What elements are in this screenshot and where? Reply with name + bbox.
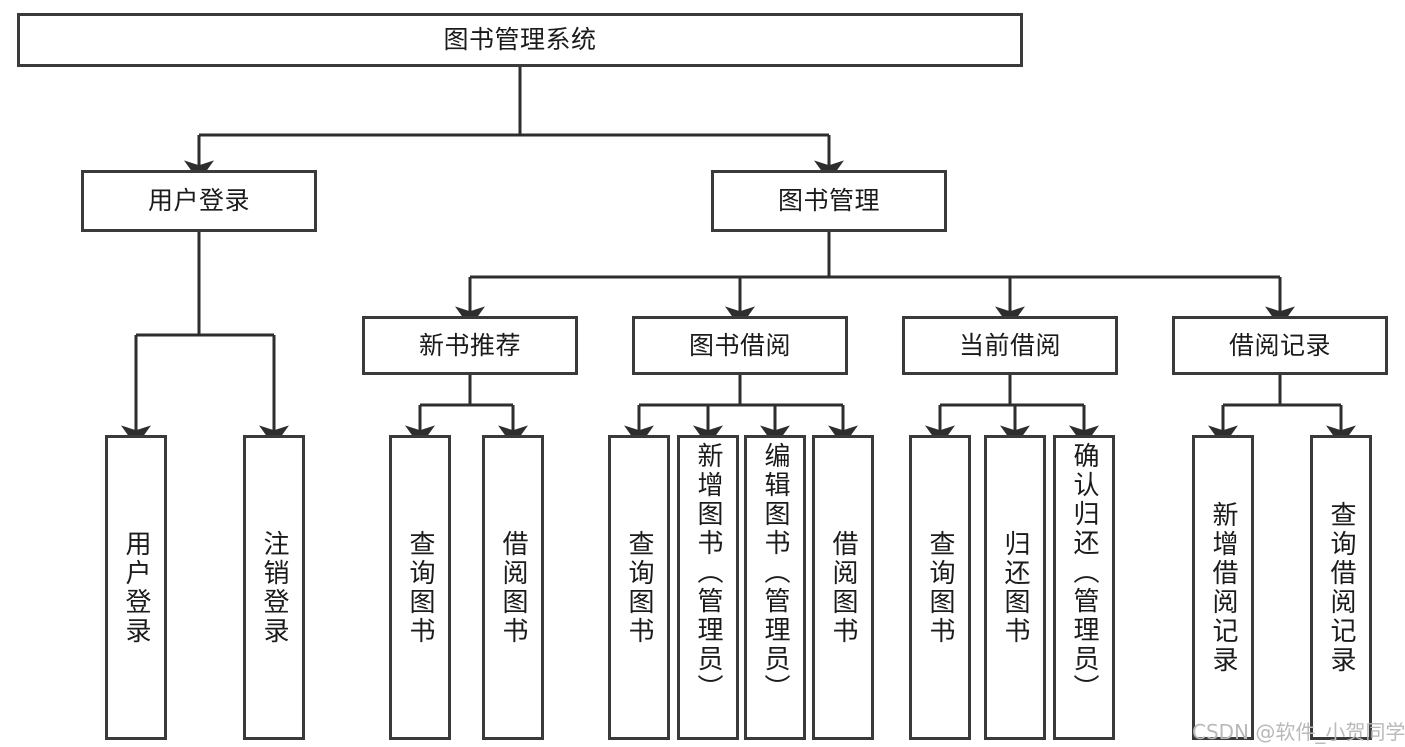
node-label: 用户登录 [121,529,151,646]
watermark-label: CSDN @软件_小贺同学 [1192,720,1405,744]
node-label: 新增图书（管理员） [693,442,723,703]
node-leaf-user-login[interactable]: 用户登录 [105,435,167,740]
node-current[interactable]: 当前借阅 [902,316,1118,375]
node-leaf-borrow-book-1[interactable]: 借阅图书 [482,435,544,740]
tree-edges [121,67,1356,447]
node-label: 确认归还（管理员） [1069,442,1099,703]
node-label: 新书推荐 [418,330,521,360]
node-leaf-logout[interactable]: 注销登录 [243,435,305,740]
node-leaf-query-record[interactable]: 查询借阅记录 [1310,435,1372,740]
node-label: 编辑图书（管理员） [760,442,790,703]
node-label: 图书管理 [777,186,880,215]
node-label: 图书管理系统 [443,25,597,54]
node-label: 查询借阅记录 [1326,500,1356,675]
node-leaf-query-book-2[interactable]: 查询图书 [608,435,670,740]
node-label: 查询图书 [405,529,435,646]
node-label: 当前借阅 [958,330,1061,360]
node-leaf-query-book-1[interactable]: 查询图书 [389,435,451,740]
node-label: 借阅图书 [498,529,528,646]
node-label: 归还图书 [1000,529,1030,646]
node-leaf-confirm-return[interactable]: 确认归还（管理员） [1053,435,1115,740]
node-label: 借阅图书 [828,529,858,646]
node-leaf-add-book[interactable]: 新增图书（管理员） [677,435,739,740]
node-label: 查询图书 [925,529,955,646]
node-label: 图书借阅 [688,330,791,360]
node-leaf-return-book[interactable]: 归还图书 [984,435,1046,740]
node-label: 注销登录 [259,529,289,646]
node-leaf-borrow-book-2[interactable]: 借阅图书 [812,435,874,740]
node-root[interactable]: 图书管理系统 [17,13,1023,67]
node-borrow[interactable]: 图书借阅 [632,316,848,375]
node-records[interactable]: 借阅记录 [1172,316,1388,375]
node-leaf-query-book-3[interactable]: 查询图书 [909,435,971,740]
node-bookmgmt[interactable]: 图书管理 [711,170,947,232]
node-label: 借阅记录 [1228,330,1331,360]
node-login[interactable]: 用户登录 [81,170,317,232]
node-newbook[interactable]: 新书推荐 [362,316,578,375]
node-leaf-edit-book[interactable]: 编辑图书（管理员） [744,435,806,740]
node-label: 查询图书 [624,529,654,646]
node-label: 用户登录 [147,186,250,215]
node-label: 新增借阅记录 [1208,500,1238,675]
node-leaf-add-record[interactable]: 新增借阅记录 [1192,435,1254,740]
